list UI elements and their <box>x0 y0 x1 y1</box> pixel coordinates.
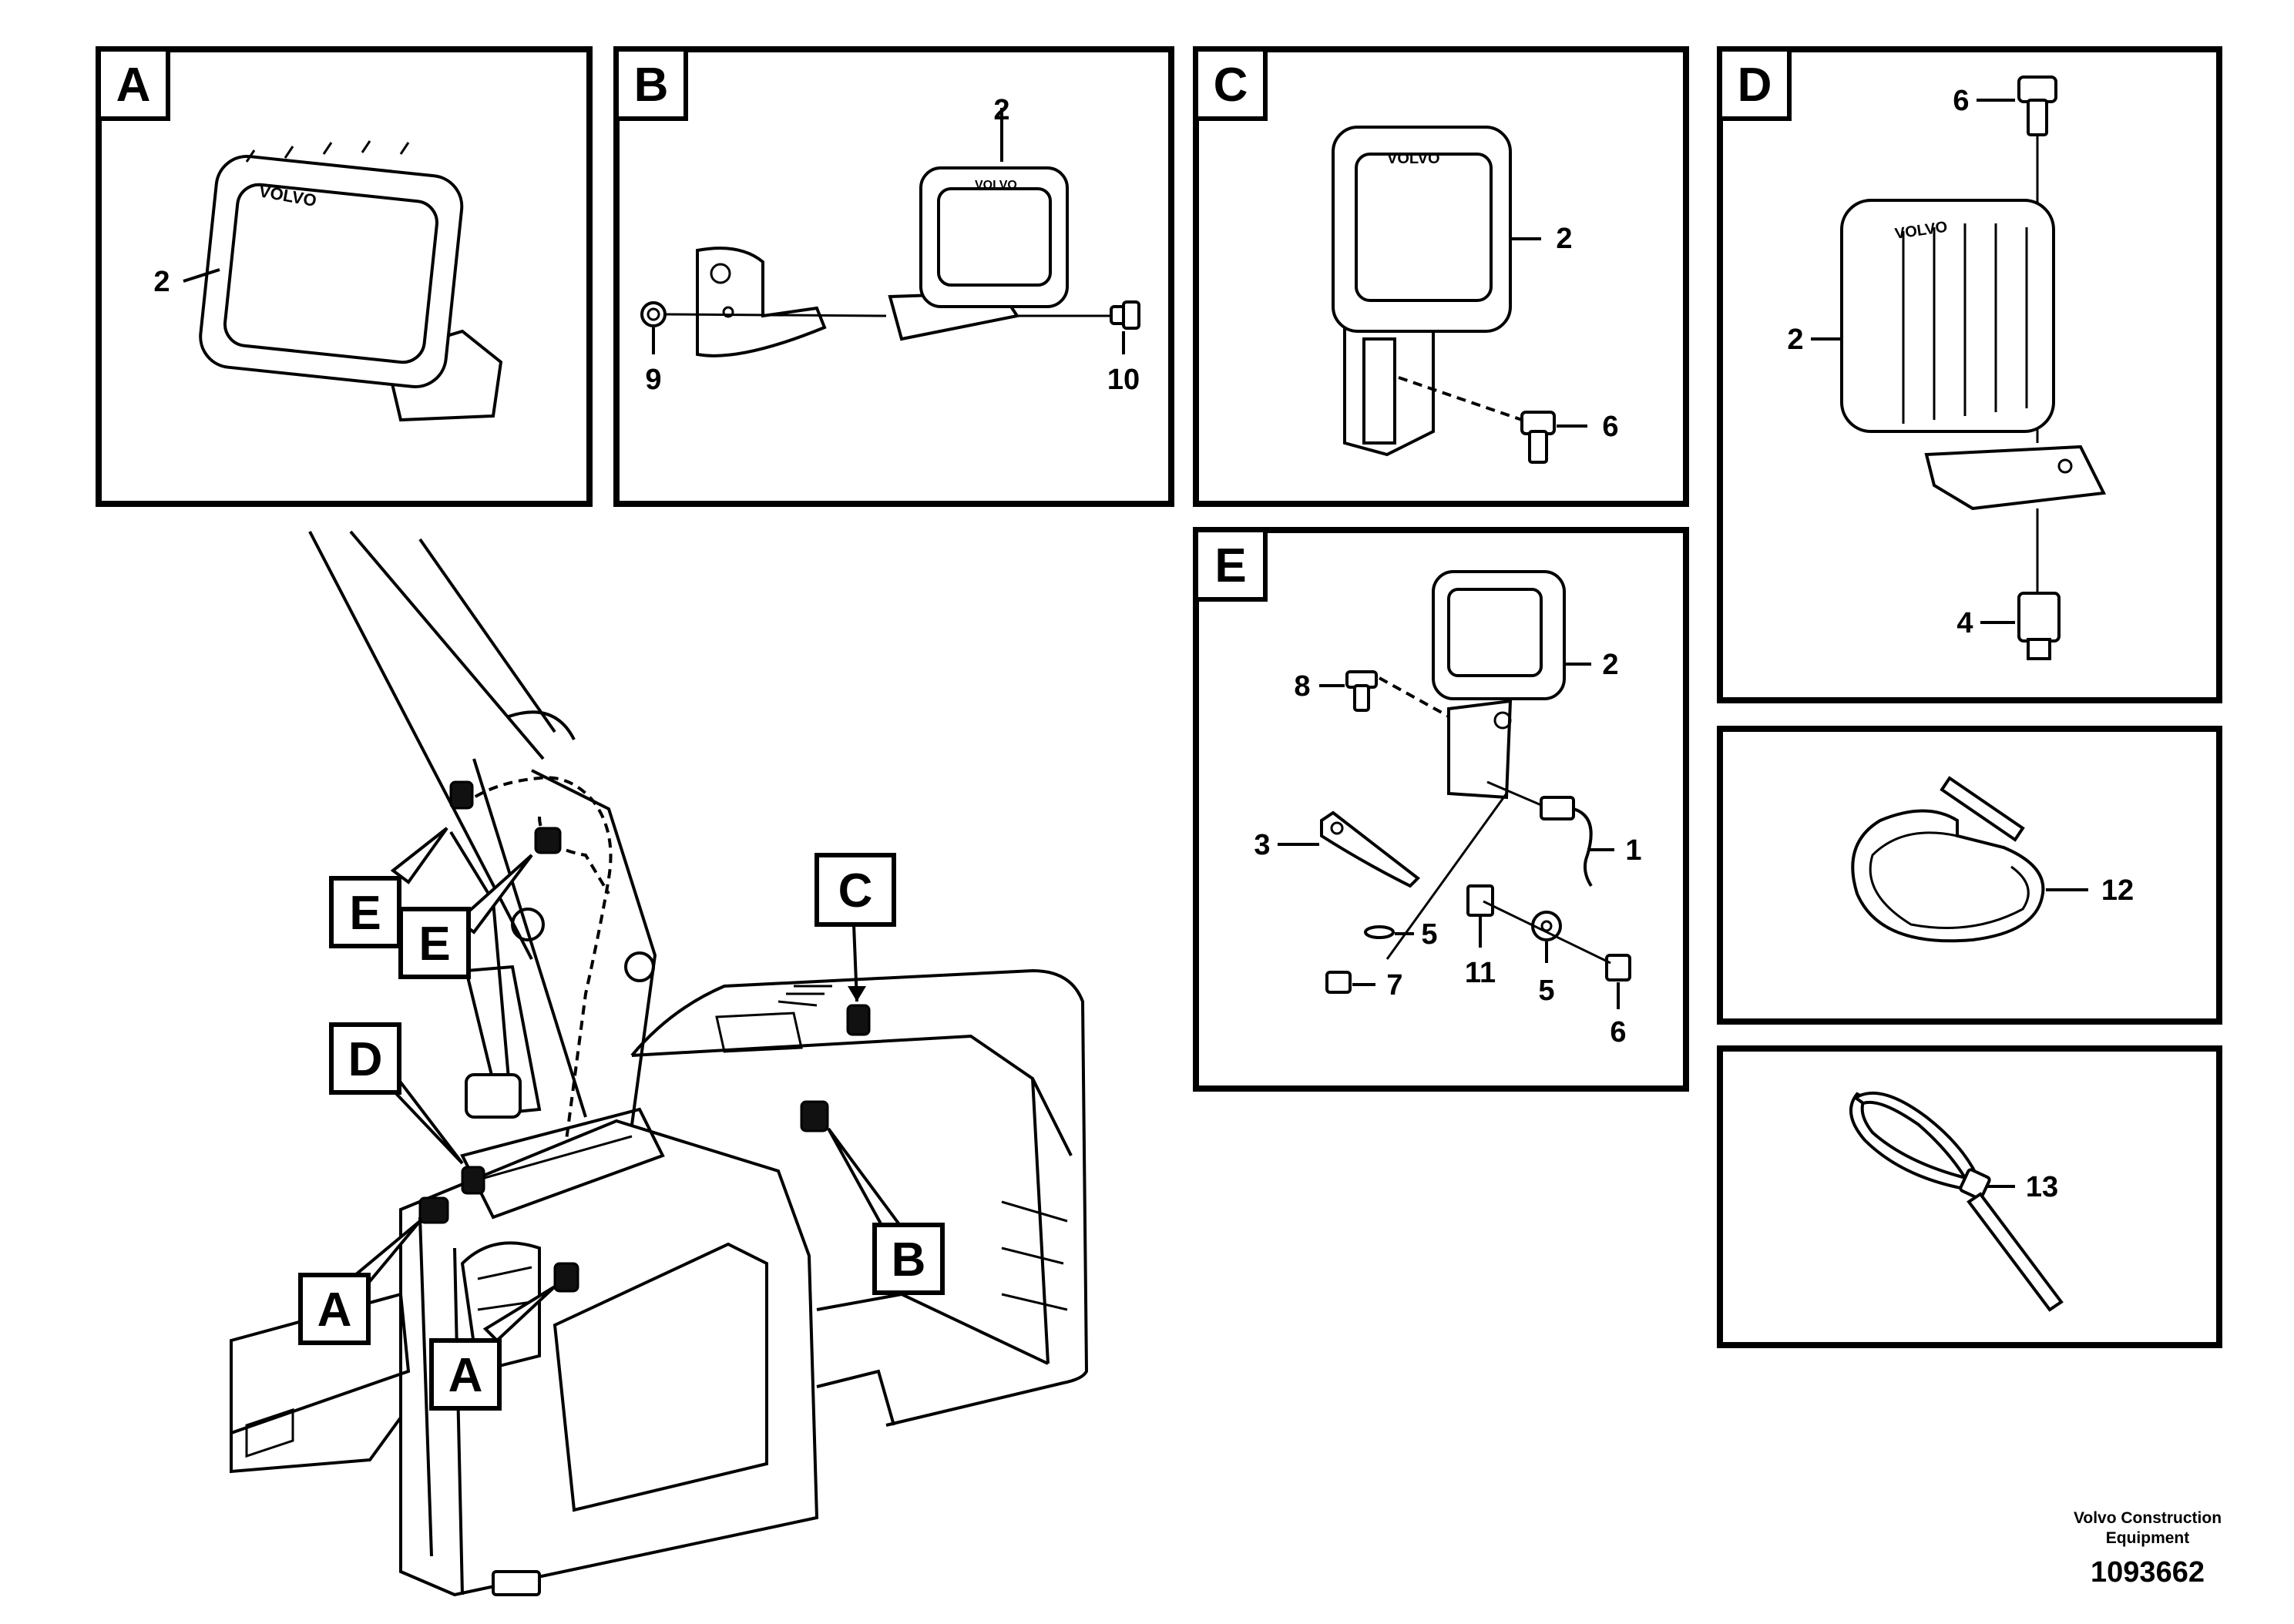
svg-text:A: A <box>448 1349 483 1402</box>
panel-e-label: E <box>1214 539 1246 592</box>
bracket-icon <box>1320 810 1421 888</box>
callout-b-10: 10 <box>1107 364 1140 396</box>
panel-c-label: C <box>1214 59 1248 112</box>
panel-c: C VOLVO 2 6 <box>1193 46 1689 507</box>
footer-company: Volvo Construction Equipment <box>2073 1509 2222 1547</box>
overview-lamps <box>418 780 871 1293</box>
overview-tag-a1: A <box>298 1220 422 1345</box>
clip-icon <box>1466 884 1494 917</box>
callout-d-4: 4 <box>1956 607 1973 639</box>
overview-tag-a2: A <box>429 1285 556 1411</box>
overview-tag-c: C <box>814 853 896 1002</box>
lamp-location-b <box>800 1100 829 1132</box>
svg-text:B: B <box>892 1233 926 1287</box>
panel-a-label: A <box>116 59 151 112</box>
callout-e-3: 3 <box>1254 829 1270 861</box>
work-lamp-icon: VOLVO <box>1332 126 1512 457</box>
callout-f-12: 12 <box>2101 874 2134 907</box>
panel-b-label: B <box>634 59 669 112</box>
svg-text:E: E <box>418 918 450 971</box>
svg-text:C: C <box>838 864 873 918</box>
lamp-location-e2 <box>534 827 562 854</box>
panel-b: B VOLVO 2 9 10 <box>613 46 1174 507</box>
panel-f: 12 <box>1717 726 2222 1025</box>
callout-a-2: 2 <box>153 266 170 298</box>
lamp-brand-b: VOLVO <box>975 179 1017 192</box>
callout-b-2: 2 <box>993 94 1009 126</box>
nut-icon <box>1325 971 1352 994</box>
callout-e-8: 8 <box>1294 670 1310 703</box>
connector-icon <box>1540 796 1593 887</box>
callout-d-2: 2 <box>1787 324 1803 356</box>
lamp-location-c <box>846 1004 871 1036</box>
callout-c-2: 2 <box>1556 223 1572 255</box>
callout-d-6: 6 <box>1953 85 1969 117</box>
spacer-icon <box>2017 592 2061 660</box>
callout-c-6: 6 <box>1602 411 1618 443</box>
bolt-icon <box>1520 411 1556 464</box>
lamp-location-d <box>461 1166 485 1195</box>
lamp-location-a2 <box>553 1262 579 1293</box>
bolt-icon <box>1345 670 1378 712</box>
overview-tag-e2: E <box>398 854 533 979</box>
work-lamp-icon <box>1432 570 1566 800</box>
overview-tag-b: B <box>827 1127 945 1295</box>
cable-tie-icon <box>1851 776 2045 943</box>
bolt-icon <box>1110 300 1140 330</box>
bolt-icon <box>1605 954 1631 981</box>
overview-tag-e1: E <box>329 827 448 948</box>
bolt-icon <box>2017 75 2057 136</box>
footer-drawing-number: 1093662 <box>2091 1556 2205 1589</box>
panel-e: E <box>1193 527 1689 1092</box>
callout-g-13: 13 <box>2026 1171 2058 1203</box>
lamp-location-a1 <box>418 1196 449 1224</box>
cable-tie-icon <box>1849 1091 2064 1312</box>
work-lamp-icon: VOLVO <box>888 166 1069 341</box>
panel-d: D VOLVO 6 2 4 <box>1717 46 2222 703</box>
callout-e-11: 11 <box>1465 957 1496 989</box>
callout-e-5a: 5 <box>1421 918 1437 951</box>
nut-icon <box>640 301 667 327</box>
washer-icon <box>1364 911 1562 941</box>
lamp-brand-c: VOLVO <box>1387 150 1440 167</box>
overview-tag-d: D <box>329 1022 464 1165</box>
svg-text:A: A <box>317 1283 352 1337</box>
lamp-location-e1 <box>449 780 474 810</box>
panel-a: A VOLVO 2 <box>96 46 593 507</box>
callout-e-6: 6 <box>1610 1016 1626 1049</box>
work-lamp-icon: VOLVO <box>1840 199 2107 511</box>
panel-d-label: D <box>1738 59 1772 112</box>
lamp-bracket-icon <box>696 247 827 357</box>
work-lamp-icon: VOLVO <box>199 140 503 422</box>
panel-g: 13 <box>1717 1045 2222 1348</box>
svg-text:D: D <box>348 1033 383 1086</box>
svg-text:E: E <box>349 887 381 940</box>
callout-e-5b: 5 <box>1538 975 1554 1007</box>
callout-e-2: 2 <box>1602 649 1618 681</box>
callout-e-7: 7 <box>1386 969 1402 1002</box>
callout-e-1: 1 <box>1625 834 1641 867</box>
callout-b-9: 9 <box>645 364 661 396</box>
